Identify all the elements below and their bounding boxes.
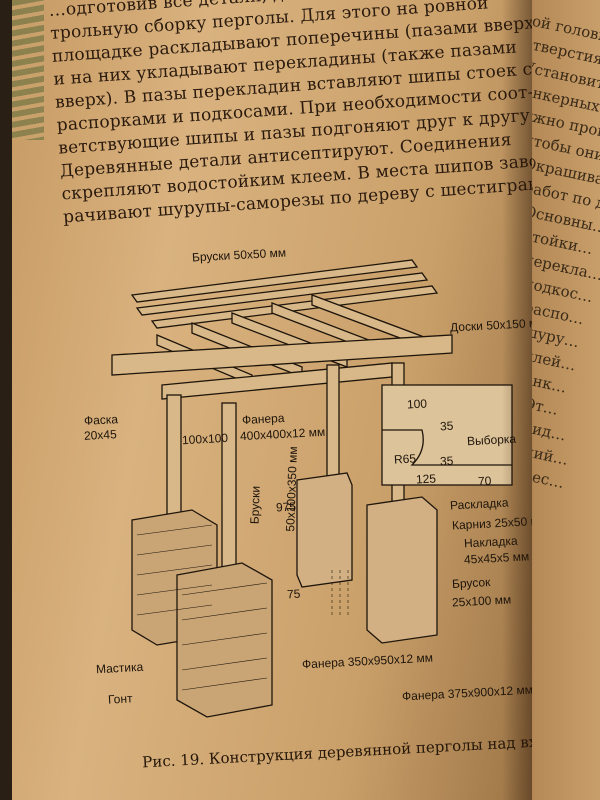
label-dim-75: 75 [286,586,301,602]
figure-caption: Рис. 19. Конструкция деревянной перголы … [141,731,532,772]
label-faska-size: 20х45 [83,427,118,443]
label-r65: R65 [393,451,417,467]
margin-ornament [12,0,44,140]
post-assembly [296,472,353,588]
post-2 [221,402,237,569]
pergola-diagram [111,259,513,718]
detail-frame [381,384,513,486]
label-dim-100: 100 [406,396,428,412]
top-bar-2 [135,272,429,316]
brick-lines-1 [136,524,213,616]
dashed-lines [331,570,349,615]
top-bar-1 [130,259,419,303]
detail-profile [382,429,512,466]
label-dim-70: 70 [477,473,492,489]
label-brusok: Брусок [451,575,491,591]
left-page: …одготовив все детали, делают кон-трольн… [12,0,532,800]
post-1 [166,394,182,521]
body-text: …одготовив все детали, делают кон-трольн… [48,0,532,229]
top-bar-3 [150,285,439,329]
label-dim-35b: 35 [439,453,454,469]
label-bruski-side: Бруски [247,485,263,525]
label-dim-35a: 35 [439,418,454,434]
label-bruski-side-size: 50х100х350 мм [283,446,301,532]
spine-shadow [502,0,532,800]
brick-pillar-2 [176,562,273,718]
label-fanera-400: Фанера [241,410,285,428]
label-size-100: 100х100 [181,430,229,448]
label-dim-975: 975 [275,499,297,515]
brick-lines-2 [181,582,268,691]
post-base-box [366,496,438,644]
label-gont: Гонт [107,691,133,707]
front-beam [111,334,453,376]
label-faska: Фаска [83,412,119,428]
label-mastika: Мастика [95,659,144,677]
label-dim-125: 125 [415,471,437,487]
